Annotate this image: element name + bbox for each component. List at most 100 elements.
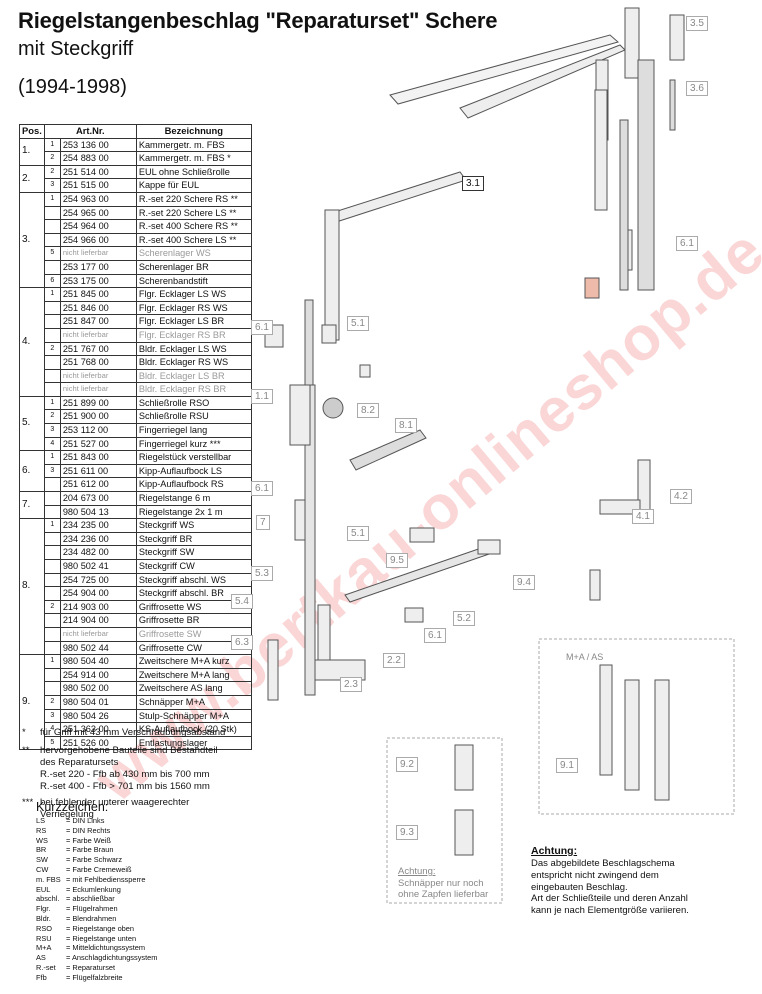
kurzzeichen-item: WS= Farbe Weiß <box>36 836 111 845</box>
sub-cell <box>43 300 61 316</box>
pos-cell: 1. <box>19 137 45 166</box>
kurzzeichen-item: Flgr.= Flügelrahmen <box>36 904 118 913</box>
art-nr-cell: 251 899 00 <box>59 395 137 411</box>
art-nr-cell: nicht lieferbar <box>59 327 137 343</box>
label-6-3: 6.3 <box>231 635 253 650</box>
art-nr-cell: 214 903 00 <box>59 599 137 615</box>
label-2-2: 2.2 <box>383 653 405 668</box>
header-pos: Pos. <box>19 124 45 139</box>
art-nr-cell: 253 112 00 <box>59 423 137 438</box>
art-nr-cell: 234 482 00 <box>59 545 137 560</box>
kurzzeichen-item: Bldr.= Blendrahmen <box>36 914 116 923</box>
label-8-2: 8.2 <box>357 403 379 418</box>
label-5-1: 5.1 <box>347 316 369 331</box>
pos-cell: 2. <box>19 164 45 193</box>
note-1: *für Griff mit 43 mm Verschraubungsabsta… <box>22 727 226 738</box>
sub-cell <box>43 219 61 234</box>
sub-cell: 3 <box>43 423 61 438</box>
label-3-5: 3.5 <box>686 16 708 31</box>
kurzzeichen-value: = abschließbar <box>66 894 115 904</box>
kurzzeichen-item: RSU= Riegelstange unten <box>36 934 136 943</box>
kurzzeichen-key: RS <box>36 825 47 835</box>
label-9-5: 9.5 <box>386 553 408 568</box>
sub-cell: 6 <box>43 273 61 289</box>
achtung-heading: Achtung: <box>531 845 578 857</box>
schnaepper-note: Achtung: Schnäpper nur noch ohne Zapfen … <box>398 866 489 900</box>
sub-cell <box>43 572 61 588</box>
label-5-1: 5.1 <box>347 526 369 541</box>
kurzzeichen-item: m. FBS= mit Fehlbedienssperre <box>36 875 146 884</box>
label-2-3: 2.3 <box>340 677 362 692</box>
sub-cell <box>43 368 61 384</box>
kurzzeichen-item: R.-set= Reparaturset <box>36 963 115 972</box>
sub-cell <box>43 327 61 343</box>
kurzzeichen-value: = DIN Links <box>66 816 105 825</box>
kurzzeichen-item: M+A= Mitteldichtungssystem <box>36 943 145 952</box>
sub-cell: 1 <box>43 450 61 465</box>
kurzzeichen-key: AS <box>36 953 46 963</box>
sub-cell <box>43 586 61 601</box>
art-nr-cell: nicht lieferbar <box>59 246 137 261</box>
kurzzeichen-item: abschl.= abschließbar <box>36 894 115 903</box>
art-nr-cell: 254 914 00 <box>59 667 137 683</box>
kurzzeichen-key: LS <box>36 816 46 825</box>
art-nr-cell: 253 136 00 <box>59 137 137 153</box>
label-6-1: 6.1 <box>676 236 698 251</box>
kurzzeichen-value: = Eckumlenkung <box>66 884 121 894</box>
art-nr-cell: 980 502 00 <box>59 681 137 696</box>
kurzzeichen-value: = Farbe Braun <box>66 845 114 855</box>
kurzzeichen-item: RSO= Riegelstange oben <box>36 924 134 933</box>
label-3-1: 3.1 <box>462 176 484 191</box>
pos-cell: 9. <box>19 654 45 751</box>
table-header-row: Pos. Art.Nr. Bezeichnung <box>19 124 252 139</box>
art-nr-cell: 234 236 00 <box>59 531 137 547</box>
art-nr-cell: 253 177 00 <box>59 259 137 275</box>
sub-cell <box>43 205 61 221</box>
label-3-6: 3.6 <box>686 81 708 96</box>
art-nr-cell: 254 883 00 <box>59 151 137 166</box>
art-nr-cell: 214 904 00 <box>59 613 137 628</box>
kurzzeichen-item: CW= Farbe Cremeweiß <box>36 865 132 874</box>
bezeichnung-cell: Entlastungslager <box>135 735 252 751</box>
handle-drawing <box>349 429 427 471</box>
label-9-3: 9.3 <box>396 825 418 840</box>
art-nr-cell: 980 504 26 <box>59 708 137 724</box>
art-nr-cell: 254 725 00 <box>59 572 137 588</box>
label-6-1: 6.1 <box>251 320 273 335</box>
kurzzeichen-value: = Anschlagdichtungssystem <box>66 953 158 963</box>
kurzzeichen-item: AS = Anschlagdichtungssystem <box>36 953 157 962</box>
sub-cell <box>43 259 61 275</box>
sub-cell <box>43 504 61 520</box>
pos-cell: 7. <box>19 491 45 520</box>
sub-cell: 1 <box>43 518 61 533</box>
art-nr-cell: 254 966 00 <box>59 232 137 248</box>
kurzzeichen-heading: Kurzzeichen: <box>36 800 109 814</box>
sub-cell: 2 <box>43 164 61 180</box>
sub-cell: 1 <box>43 654 61 669</box>
sub-cell: 1 <box>43 191 61 207</box>
art-nr-cell: 204 673 00 <box>59 491 137 506</box>
pos-cell: 5. <box>19 395 45 452</box>
label-5-3: 5.3 <box>251 566 273 581</box>
art-nr-cell: 980 504 40 <box>59 654 137 669</box>
page-title: Riegelstangenbeschlag "Reparaturset" Sch… <box>18 8 498 33</box>
label-4-2: 4.2 <box>670 489 692 504</box>
